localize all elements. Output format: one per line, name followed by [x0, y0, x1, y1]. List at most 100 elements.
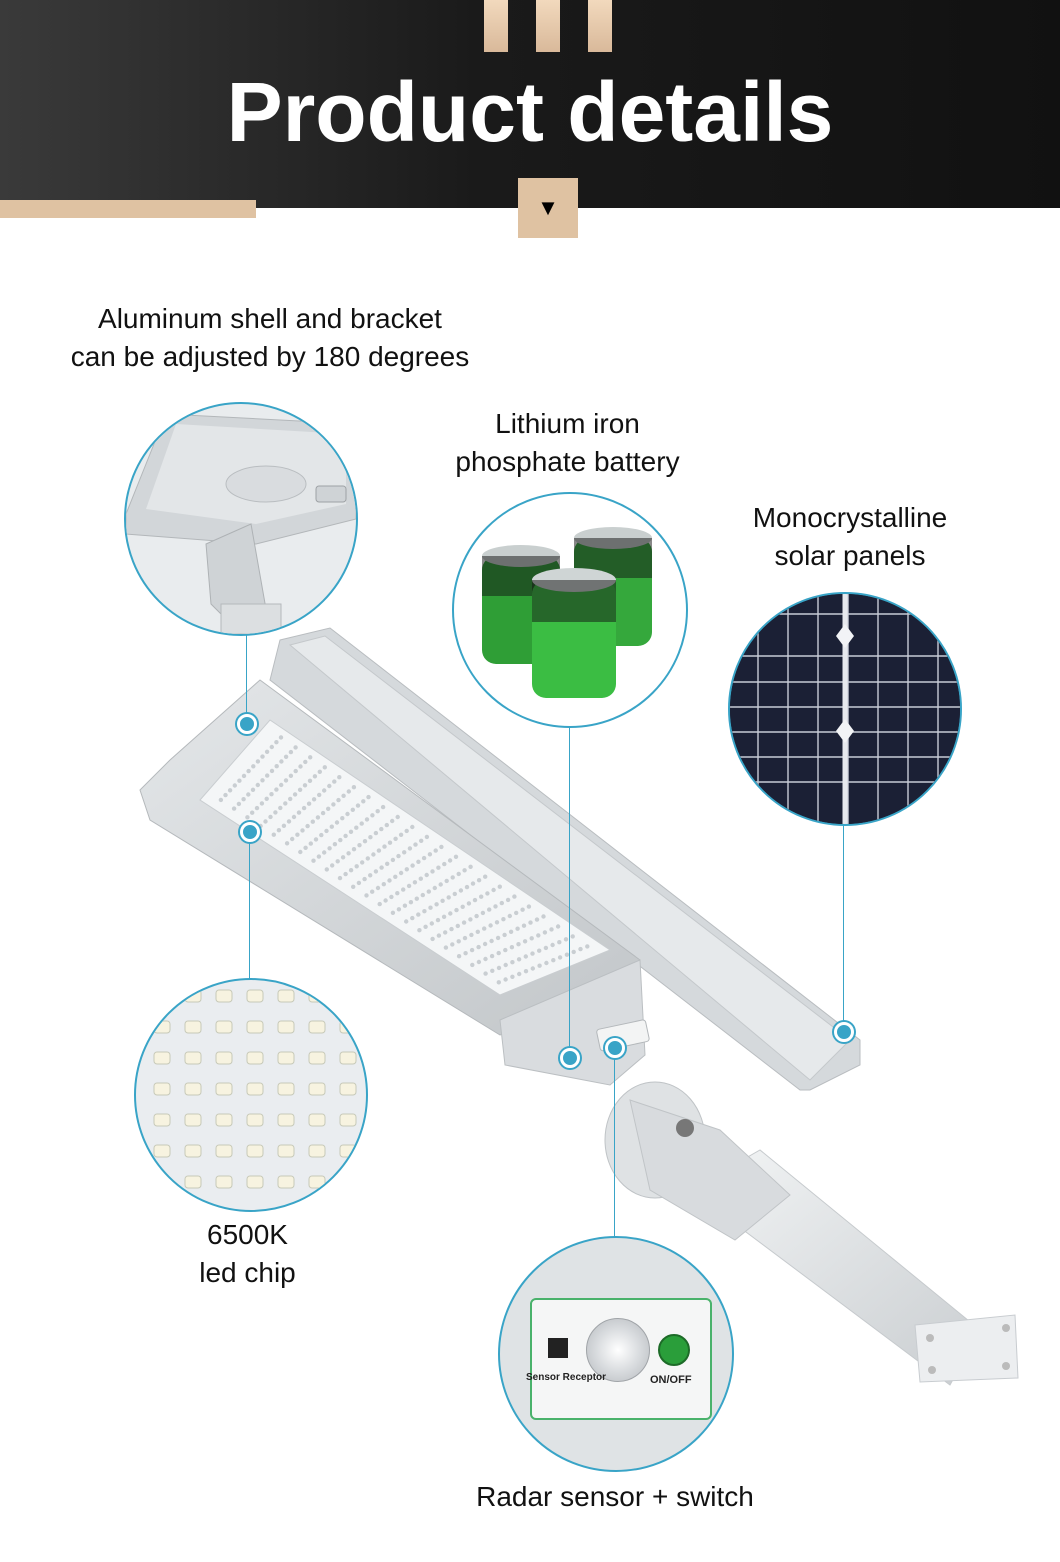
led-dot [341, 793, 346, 798]
led-dot [496, 950, 501, 956]
led-dot [359, 821, 364, 826]
led-dot [351, 847, 357, 852]
led-dot [421, 855, 427, 861]
led-chip [184, 1051, 202, 1065]
led-dot [298, 849, 303, 855]
led-dot [523, 969, 529, 974]
led-dot [361, 799, 366, 804]
led-dot [537, 963, 542, 968]
led-dot [227, 788, 233, 793]
led-dot [501, 917, 506, 922]
callout-solar-panel: Monocrystalline solar panels [752, 502, 948, 571]
led-dot [438, 882, 443, 887]
led-dot [332, 779, 337, 784]
led-dot [452, 891, 457, 897]
battery-detail-circle [452, 492, 688, 728]
led-dot [398, 870, 404, 876]
led-dot [300, 828, 305, 833]
decorative-bar [484, 0, 508, 52]
led-dot [585, 944, 590, 949]
led-dot [412, 880, 418, 885]
led-dot [255, 782, 260, 788]
led-dot [557, 940, 562, 945]
decorative-bar [588, 0, 612, 52]
led-chip [277, 1144, 295, 1158]
led-dot [406, 883, 412, 889]
led-dot [570, 934, 575, 939]
led-dot [360, 860, 365, 865]
led-dot [555, 924, 561, 929]
led-dot [283, 778, 289, 783]
battery-cell [532, 568, 616, 698]
battery-image [482, 527, 652, 698]
led-dot [245, 815, 250, 820]
sensor-receptor-square [548, 1338, 568, 1358]
led-dot [368, 873, 373, 878]
led-dot [319, 832, 324, 838]
led-dot [483, 956, 488, 962]
led-dot [322, 788, 327, 793]
led-dot [410, 863, 415, 868]
led-dot [387, 878, 392, 883]
led-chip [308, 1175, 326, 1189]
led-dot [450, 875, 455, 880]
led-dot [456, 871, 461, 877]
led-dot [330, 863, 335, 868]
led-dot [460, 904, 465, 909]
led-dot [370, 889, 375, 894]
led-dot [407, 846, 413, 851]
led-chip [308, 1082, 326, 1096]
led-dot [441, 914, 447, 919]
led-dot [456, 939, 461, 944]
led-dot [516, 957, 522, 962]
led-dot [373, 869, 379, 874]
led-dot [404, 867, 409, 872]
led-dot [346, 851, 351, 856]
led-dot [305, 823, 310, 829]
led-dot [493, 904, 498, 909]
led-chip [215, 1051, 233, 1065]
led-dot [404, 828, 409, 834]
led-dot [436, 865, 441, 870]
led-dot [508, 929, 514, 934]
callout-marker [560, 1048, 580, 1068]
led-dot [308, 755, 313, 760]
led-dot [424, 872, 429, 878]
led-chip [277, 1175, 295, 1189]
led-dot [401, 887, 406, 892]
led-dot [223, 792, 228, 798]
led-dot [483, 971, 488, 976]
led-dot [442, 861, 447, 867]
led-dot [483, 874, 488, 879]
led-dot [384, 822, 389, 828]
led-dot [274, 764, 279, 769]
led-dot [393, 836, 398, 841]
led-dot [317, 792, 322, 798]
led-dot [296, 810, 302, 815]
led-dot [269, 792, 274, 797]
led-dot [476, 959, 482, 965]
led-chip [153, 1082, 171, 1096]
led-dot [382, 844, 387, 849]
led-chip [153, 1051, 171, 1065]
led-dot [303, 759, 308, 765]
solar-panel-detail-circle [728, 592, 962, 826]
led-dot [293, 745, 298, 750]
led-dot [475, 929, 480, 934]
led-dot [346, 789, 351, 794]
led-dot [246, 792, 251, 797]
led-dot [379, 826, 384, 832]
led-dot [395, 891, 400, 896]
led-chip [308, 1144, 326, 1158]
expand-button[interactable]: ▼ [518, 178, 578, 238]
led-dot [489, 938, 494, 944]
led-dot [271, 832, 276, 837]
led-dot [416, 859, 421, 864]
led-dot [462, 868, 467, 873]
led-chip-detail-circle [134, 978, 368, 1212]
led-dot [563, 937, 569, 942]
led-dot [390, 910, 396, 915]
led-dot [327, 846, 332, 851]
led-dot [366, 794, 371, 800]
